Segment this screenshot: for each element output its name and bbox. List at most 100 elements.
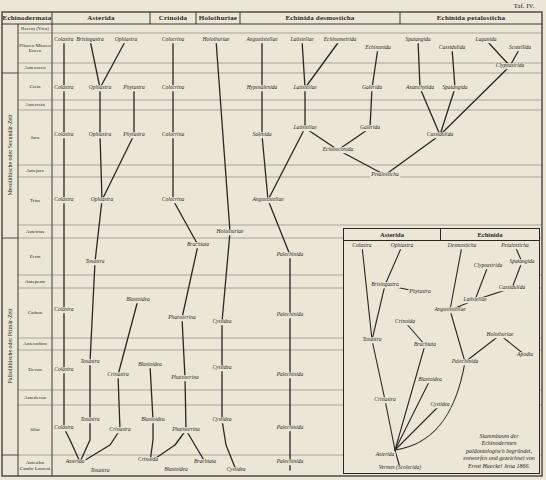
taxon-label: Palechinida (276, 312, 305, 318)
taxon-label: Spatangida (508, 259, 535, 265)
tree-branch (305, 48, 378, 150)
taxon-label: Phytastra (122, 132, 145, 138)
taxon-label: Laganida (474, 37, 497, 43)
taxon-label: Colocrina (161, 132, 185, 138)
taxon-label: Blastoidea (140, 417, 166, 423)
taxon-label: Cassidulida (426, 132, 454, 138)
inset-branch (372, 246, 402, 340)
node-text: Creta (29, 84, 42, 89)
taxon-label: Echinoconida (322, 147, 355, 153)
node-text: Echinida desmosticha (285, 14, 354, 22)
taxon-label: Blastoidea (125, 297, 151, 303)
taxon-label: Angustistellae (251, 197, 284, 203)
taxon-label: Ophiastra (90, 197, 114, 203)
inset-branch (395, 380, 430, 450)
taxon-label: Phatnocrina (171, 427, 201, 433)
period-cell: Jura (18, 110, 52, 165)
tree-branch (268, 40, 305, 200)
period-cell: Carbon (18, 288, 52, 338)
taxon-label: Brachiata (186, 242, 210, 248)
node-text: Antetrias (25, 229, 45, 234)
taxon-label: Palechinida (276, 459, 305, 465)
taxon-label: Asterida (375, 452, 396, 458)
inset-branch (465, 335, 525, 362)
taxon-label: Brachiata (193, 459, 217, 465)
taxon-label: Crinoida (137, 457, 159, 463)
tree-branch (64, 40, 80, 462)
tree-branch (338, 40, 440, 175)
taxon-label: Toxastra (79, 417, 100, 423)
taxon-label: Echinonida (364, 45, 391, 51)
group-header-cell: Asterida (52, 12, 150, 24)
taxon-label: Colastra (53, 132, 74, 138)
taxon-label: Colastra (351, 243, 372, 249)
tree-branch (150, 365, 153, 462)
taxon-label: Phatnocrina (170, 375, 200, 381)
taxon-label: Crinastra (108, 427, 131, 433)
taxon-label: Colocrina (161, 197, 185, 203)
node-text: Recent (Viva) (20, 26, 50, 31)
taxon-label: Ophiastra (88, 85, 112, 91)
node-text: Antejura (25, 168, 45, 173)
taxon-label: Cassidulida (438, 45, 466, 51)
taxon-label: Cystidea (225, 467, 246, 473)
node-text: Carbon (27, 310, 44, 315)
taxon-label: Cassidulida (498, 285, 526, 291)
taxon-label: Clypeastrida (495, 63, 525, 69)
node-text: Asterida (87, 14, 114, 22)
taxon-label: Toxastra (84, 259, 105, 265)
taxon-label: Palechinida (276, 372, 305, 378)
node-text: Antecreta (24, 102, 45, 107)
period-cell: Antetrias (18, 225, 52, 238)
tree-branch (150, 40, 198, 462)
taxon-label: Cystidea (211, 319, 232, 325)
taxon-label: Salenida (251, 132, 272, 138)
inset-branch (450, 266, 488, 310)
taxon-label: Brachiata (413, 342, 437, 348)
inset-branch (395, 362, 465, 450)
taxon-label: Colastra (53, 37, 74, 43)
period-cell: Antejura (18, 165, 52, 177)
tree-branch (216, 40, 236, 470)
node-text: Echinida petalosticha (437, 14, 506, 22)
taxon-label: Palechinida (276, 252, 305, 258)
taxon-label: Colastra (53, 425, 74, 431)
node-text: Antedevon (23, 395, 47, 400)
taxon-label: Ophiastra (88, 132, 112, 138)
node-text: Perm (29, 254, 42, 259)
taxon-label: Galerida (361, 85, 383, 91)
node-text: Devon (27, 367, 42, 372)
node-text: Stammbaum der Echinodermen paläontologis… (462, 433, 536, 471)
node-text: Echinida (478, 231, 503, 238)
period-cell: Perm (18, 238, 52, 275)
taxon-label: Phatnocrina (167, 315, 197, 321)
period-cell: Antecocen (18, 63, 52, 73)
plate-frame (2, 12, 542, 476)
taxon-label: Asterida (65, 459, 86, 465)
inset-panel: Stammbaum der Echinodermen paläontologis… (343, 228, 540, 474)
taxon-label: Blastoidea (137, 362, 163, 368)
taxon-label: Vermes (Scolecida) (378, 465, 422, 471)
taxon-label: Holothuriae (202, 37, 231, 43)
group-header-cell: Holothuriae (196, 12, 240, 24)
node-text: Anteperm (24, 279, 46, 284)
taxon-label: Colastra (53, 367, 74, 373)
tree-branch (440, 40, 510, 135)
taxon-label: Petalosticha (500, 243, 530, 249)
inset-branch (362, 246, 395, 450)
taxon-label: Colastra (53, 85, 74, 91)
taxon-label: Colocrina (161, 37, 185, 43)
taxon-label: Colastra (53, 197, 74, 203)
plate-number: Taf. IV. (513, 3, 536, 10)
taxon-label: Toxastra (361, 337, 382, 343)
taxon-label: Toxastra (89, 468, 110, 474)
period-cell: Pliocen Miocen Eocen (18, 33, 52, 63)
node-text: Trias (29, 198, 41, 203)
node-text: Jura (30, 135, 40, 140)
taxon-label: Cystidea (429, 402, 450, 408)
era-rules (2, 73, 18, 455)
node-text: Antecarbon (22, 341, 47, 346)
node-text: Antesilur Cambr Laurent (18, 460, 52, 471)
tree-branch (186, 430, 205, 462)
taxon-label: Colocrina (161, 85, 185, 91)
